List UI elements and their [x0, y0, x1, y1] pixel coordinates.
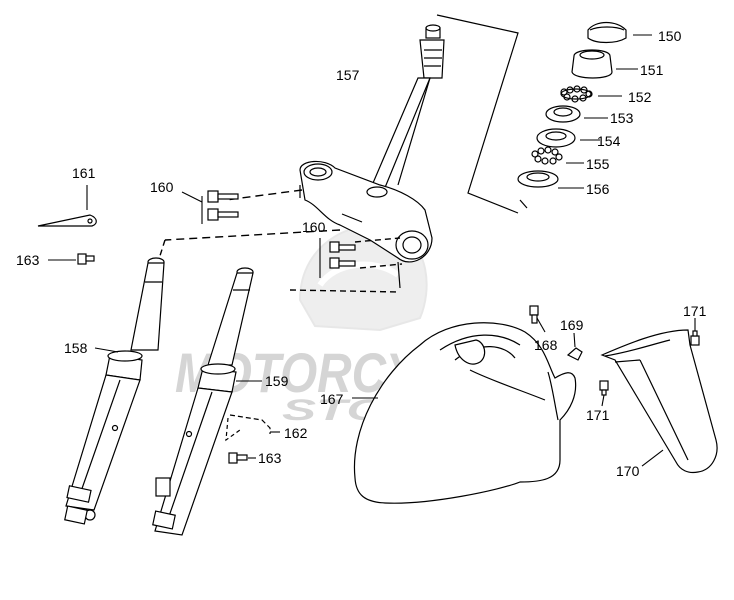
label-160-upper: 160: [150, 179, 174, 195]
label-158: 158: [64, 340, 88, 356]
label-154: 154: [597, 133, 621, 149]
label-162: 162: [284, 425, 308, 441]
bearing-bracket-line: [436, 14, 528, 214]
label-170: 170: [616, 463, 640, 479]
part-159-right-fork: [152, 267, 262, 536]
triple-clamp: [299, 160, 433, 289]
part-162-hose-clip: [225, 414, 280, 442]
label-169: 169: [560, 317, 584, 333]
part-151-lock-nut: [571, 49, 638, 79]
label-171-lower: 171: [586, 407, 610, 423]
part-160-bolts-upper: [181, 190, 239, 224]
part-157-steering-stem: [369, 24, 445, 191]
part-168-screw: [529, 305, 546, 333]
label-163-lower: 163: [258, 450, 282, 466]
part-169-nut: [566, 332, 583, 361]
label-156: 156: [586, 181, 610, 197]
guide-lines: [157, 189, 403, 293]
part-170-mudguard: [600, 329, 718, 474]
label-168: 168: [534, 337, 558, 353]
part-153-upper-cone: [545, 105, 608, 123]
part-160-bolts-lower: [319, 238, 356, 278]
label-161: 161: [72, 165, 96, 181]
label-152: 152: [628, 89, 652, 105]
part-154-lower-cone: [536, 128, 600, 148]
part-161-clip: [37, 185, 97, 227]
part-labels: 150 151 152 153 154 155 156 157 158 159 …: [16, 28, 707, 479]
label-171-upper: 171: [683, 303, 707, 319]
label-160-lower: 160: [302, 219, 326, 235]
part-171-screw-lower: [599, 380, 609, 407]
part-156-bottom-race: [517, 170, 584, 189]
part-158-left-fork: [64, 257, 165, 525]
part-163-screw-lower: [228, 452, 256, 464]
part-167-front-fender: [352, 322, 577, 504]
label-150: 150: [658, 28, 682, 44]
label-159: 159: [265, 373, 289, 389]
label-167: 167: [320, 391, 344, 407]
label-155: 155: [586, 156, 610, 172]
part-150-cap-nut: [587, 21, 652, 44]
label-163-upper: 163: [16, 252, 40, 268]
part-152-ball-race: [560, 85, 622, 103]
label-153: 153: [610, 110, 634, 126]
part-163-screw-upper: [48, 253, 95, 265]
part-171-screw-upper: [690, 318, 700, 346]
part-155-ball-race: [531, 146, 584, 165]
label-157: 157: [336, 67, 360, 83]
label-151: 151: [640, 62, 664, 78]
